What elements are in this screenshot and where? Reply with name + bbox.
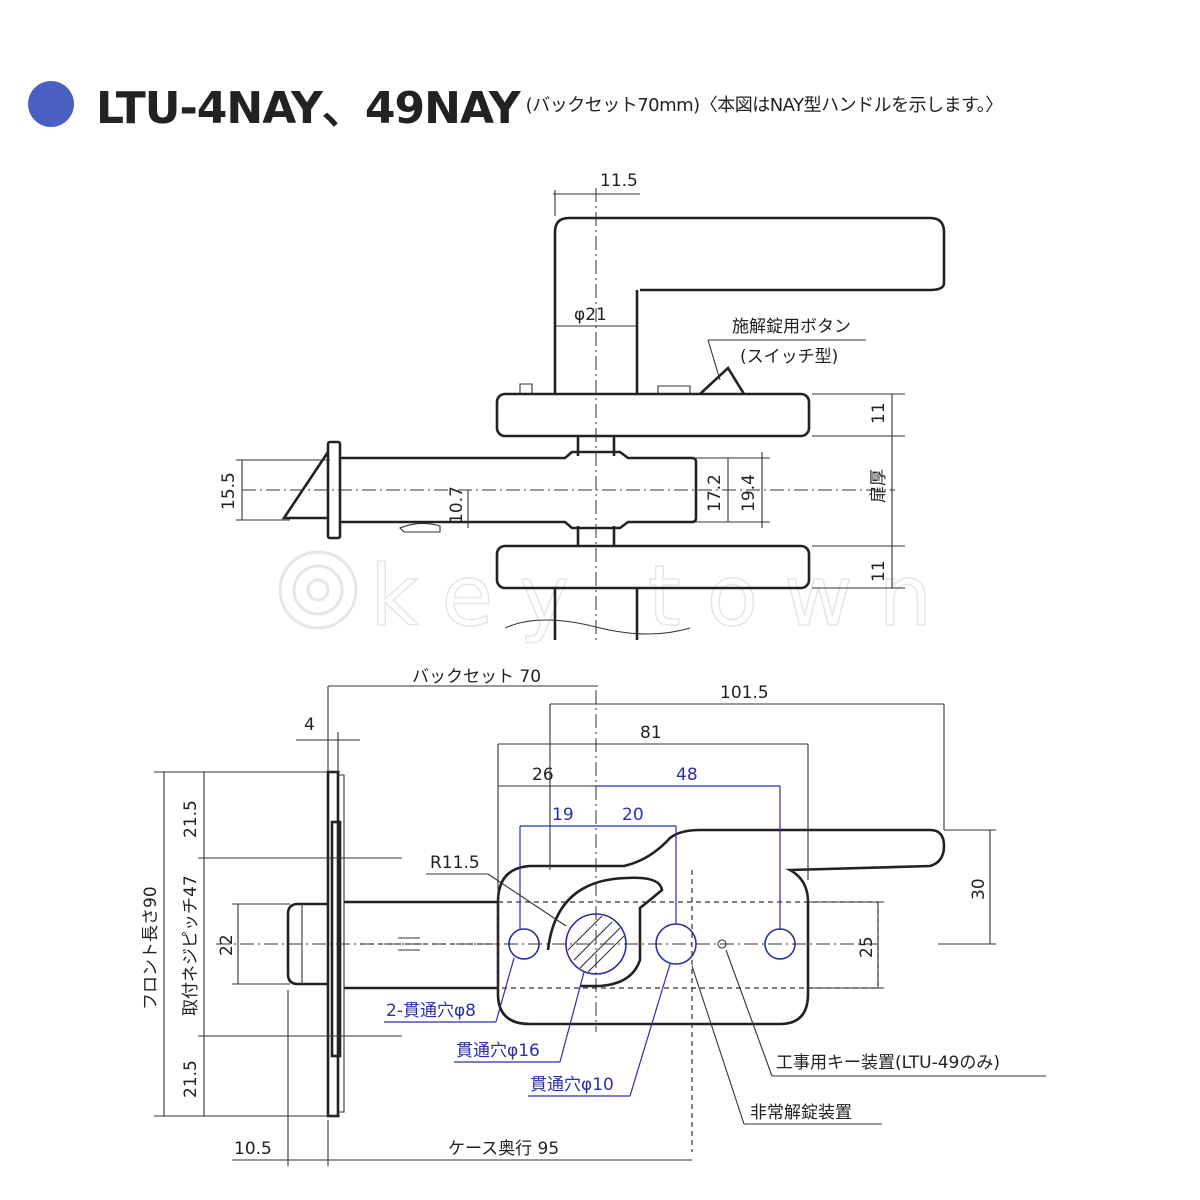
page-title: LTU-4NAY、49NAY (バックセット70mm) 〈本図はNAY型ハンドル… [28, 74, 1003, 134]
title-note: 〈本図はNAY型ハンドルを示します。〉 [699, 95, 1004, 116]
button-type: (スイッチ型) [740, 347, 838, 367]
dim-15-5: 15.5 [219, 472, 239, 510]
hatch-phi16 [567, 915, 625, 973]
latch-body [340, 450, 698, 530]
front-length-label: フロント長さ90 [141, 886, 161, 1010]
rose-top [495, 392, 811, 438]
dim-26: 26 [532, 765, 554, 785]
top-view: 11.5 φ21 施解錠用ボタン (スイッチ型) 11 扉厚 11 15.5 1… [219, 171, 946, 640]
watermark: key town [278, 546, 958, 646]
label-construction-key: 工事用キー装置(LTU-49のみ) [776, 1053, 1000, 1073]
dim-11-5: 11.5 [600, 171, 638, 191]
watermark-text: key town [370, 547, 958, 645]
lever-handle [553, 216, 946, 292]
door-thickness-label: 扉厚 [869, 469, 889, 503]
title-model: LTU-4NAY、49NAY [96, 83, 521, 134]
bullet-dot-icon [28, 81, 74, 127]
dim-22: 22 [217, 934, 237, 956]
front-view: バックセット 70 101.5 81 4 26 48 19 20 [141, 667, 1046, 1166]
dim-10-7: 10.7 [447, 486, 467, 524]
title-backset: (バックセット70mm) [525, 95, 701, 116]
dim-19: 19 [552, 805, 574, 825]
dim-20: 20 [622, 805, 644, 825]
button-label: 施解錠用ボタン [732, 317, 851, 337]
screw-pitch-label: 取付ネジピッチ47 [181, 875, 201, 1016]
label-hole-phi10: 貫通穴φ10 [530, 1075, 614, 1095]
dim-25: 25 [857, 936, 877, 958]
dim-19-4: 19.4 [739, 474, 759, 512]
dim-phi21: φ21 [574, 305, 607, 325]
dim-4: 4 [304, 715, 315, 735]
dim-10-5: 10.5 [234, 1139, 272, 1159]
label-hole-phi8: 2-貫通穴φ8 [386, 1001, 476, 1021]
label-r11-5: R11.5 [430, 853, 480, 873]
dim-101-5: 101.5 [720, 683, 769, 703]
lock-button [699, 365, 746, 395]
dim-17-2: 17.2 [705, 474, 725, 512]
dim-backset-70: バックセット 70 [412, 667, 541, 687]
label-hole-phi16: 貫通穴φ16 [456, 1041, 540, 1061]
dim-48: 48 [676, 765, 698, 785]
lever-outline [496, 828, 946, 1026]
dim-case-depth: ケース奥行 95 [448, 1139, 559, 1159]
dim-11-top: 11 [869, 402, 889, 424]
dim-11-bottom: 11 [869, 560, 889, 582]
dim-21-5-top: 21.5 [181, 800, 201, 838]
dim-30: 30 [969, 878, 989, 900]
label-emergency-unlock: 非常解錠装置 [750, 1103, 852, 1123]
dim-81: 81 [640, 723, 662, 743]
rose-bottom [495, 544, 811, 590]
latch-bolt [281, 451, 330, 520]
dim-21-5-bottom: 21.5 [181, 1060, 201, 1098]
